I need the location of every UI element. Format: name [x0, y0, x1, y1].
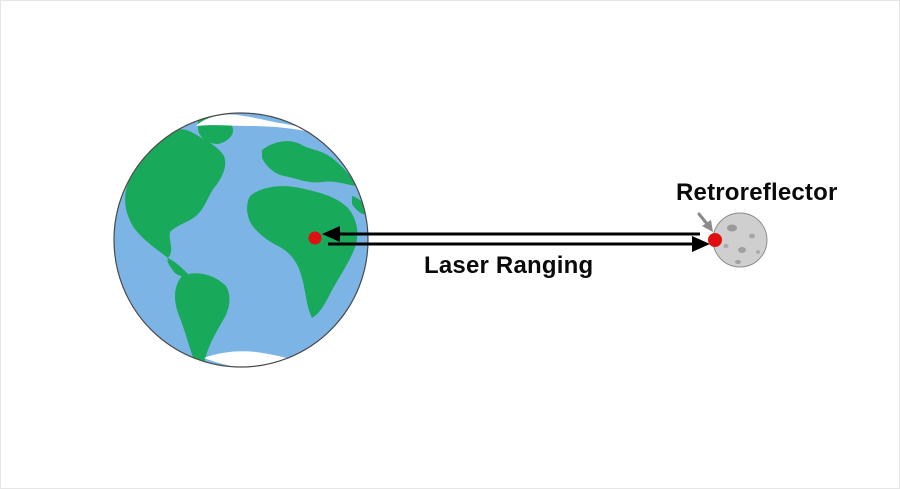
earth-landmasses: [125, 116, 368, 366]
retroreflector-pointer-arrow: [697, 212, 713, 232]
moon-icon: [712, 212, 768, 268]
retroreflector-label: Retroreflector: [676, 179, 838, 206]
arrow-to-moon-head: [692, 236, 710, 252]
arrow-to-earth-head: [322, 226, 340, 242]
earth-globe-icon: [113, 112, 369, 368]
moon-craters: [723, 224, 760, 264]
laser-ranging-label: Laser Ranging: [424, 252, 594, 279]
earth-station-marker: [308, 231, 322, 245]
earth-outline: [113, 112, 369, 368]
laser-path-arrows: [322, 226, 710, 252]
retroreflector-marker: [708, 233, 722, 247]
